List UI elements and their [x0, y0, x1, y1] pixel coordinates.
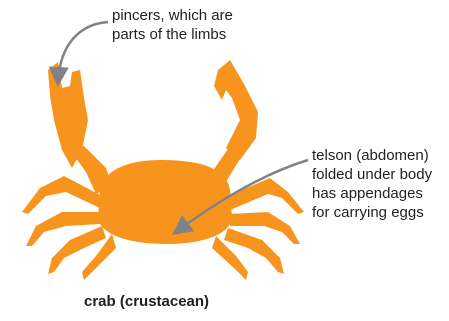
- left-leg-1: [22, 176, 102, 214]
- telson-label: telson (abdomen) folded under body has a…: [312, 146, 432, 222]
- carapace: [98, 160, 232, 244]
- telson-label-line-4: for carrying eggs: [312, 203, 432, 222]
- left-leg-3: [48, 226, 106, 274]
- telson-label-line-3: has appendages: [312, 184, 432, 203]
- pincers-arrow: [58, 22, 108, 82]
- diagram-caption: crab (crustacean): [84, 293, 209, 310]
- pincers-label-line-2: parts of the limbs: [112, 25, 233, 44]
- right-leg-3: [224, 228, 284, 274]
- right-claw: [214, 60, 258, 160]
- telson-label-line-2: folded under body: [312, 165, 432, 184]
- pincers-label: pincers, which are parts of the limbs: [112, 6, 233, 44]
- right-leg-1: [228, 178, 304, 214]
- pincers-label-line-1: pincers, which are: [112, 6, 233, 25]
- crab-silhouette: [22, 60, 304, 280]
- telson-label-line-1: telson (abdomen): [312, 146, 432, 165]
